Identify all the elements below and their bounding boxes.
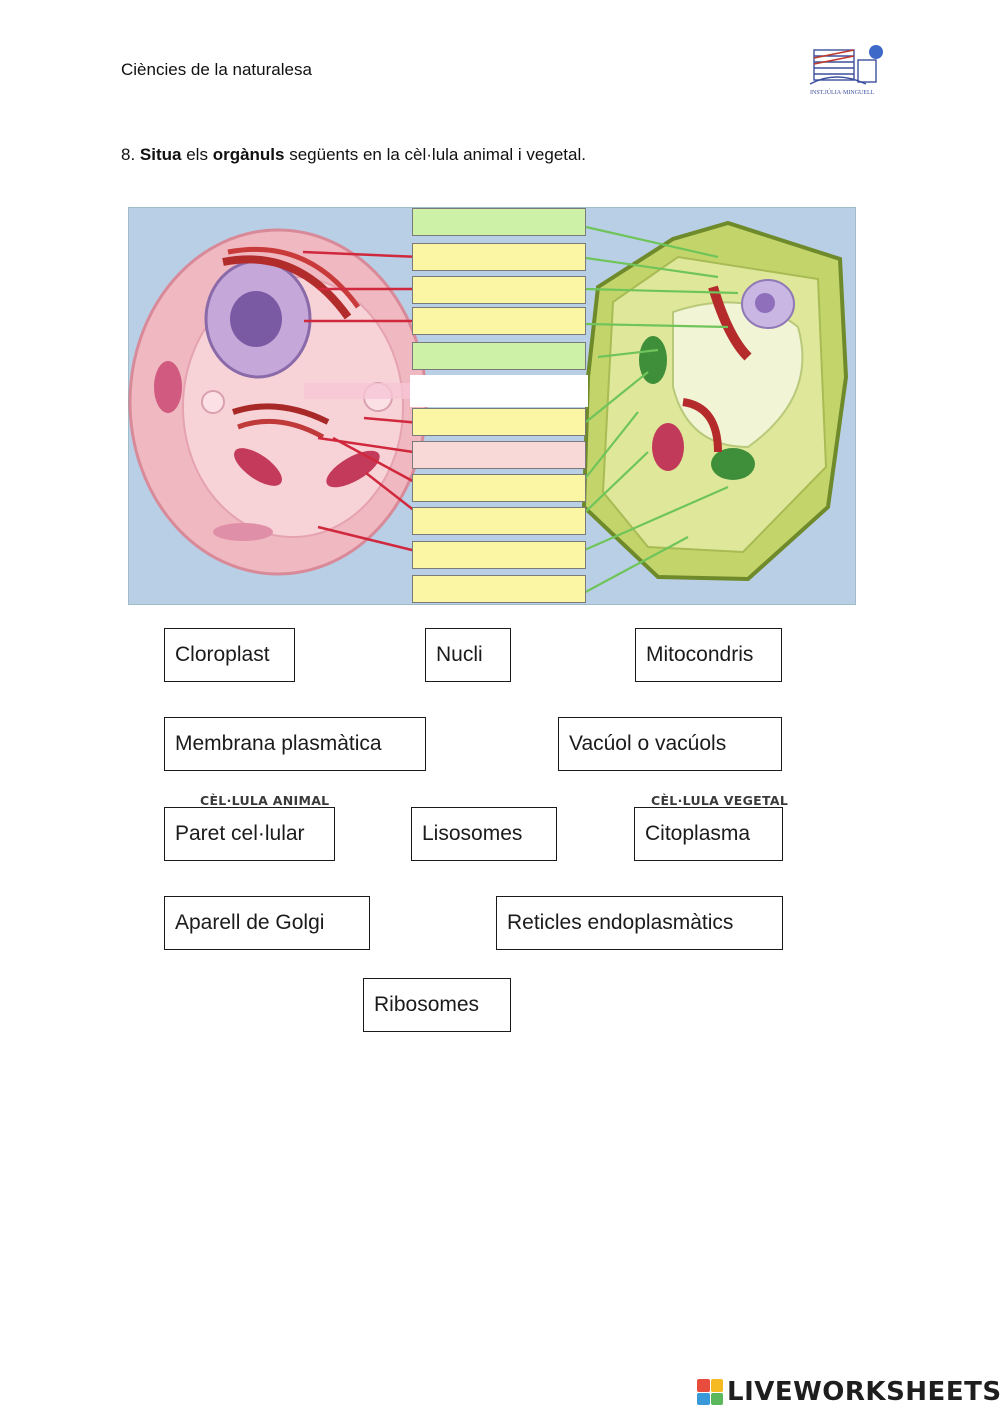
caption-animal-cell: CÈL·LULA ANIMAL: [200, 793, 330, 808]
answer-slot-9[interactable]: [412, 507, 586, 535]
word-card-paret-cellular[interactable]: Paret cel·lular: [164, 807, 335, 861]
word-card-reticles-endoplasmatics[interactable]: Reticles endoplasmàtics: [496, 896, 783, 950]
page-header-title: Ciències de la naturalesa: [121, 60, 312, 79]
word-card-nucli[interactable]: Nucli: [425, 628, 511, 682]
answer-slot-11[interactable]: [412, 575, 586, 603]
answer-slot-7[interactable]: [412, 441, 586, 469]
school-building-icon: INST.JÚLIA·MINGUELL: [809, 45, 883, 96]
question-mid: els: [186, 145, 208, 164]
question-rest: següents en la cèl·lula animal i vegetal…: [289, 145, 586, 164]
word-card-ribosomes[interactable]: Ribosomes: [363, 978, 511, 1032]
word-card-citoplasma[interactable]: Citoplasma: [634, 807, 783, 861]
word-card-mitocondris[interactable]: Mitocondris: [635, 628, 782, 682]
answer-slot-8[interactable]: [412, 474, 586, 502]
cell-diagram: CÈL·LULA ANIMAL CÈL·LULA VEGETAL: [128, 207, 856, 808]
liveworksheets-logo-icon: [697, 1379, 723, 1405]
answer-slot-3[interactable]: [412, 276, 586, 304]
footer-brand: LIVEWORKSHEETS: [697, 1377, 1000, 1407]
word-card-cloroplast[interactable]: Cloroplast: [164, 628, 295, 682]
question-verb: Situa: [139, 145, 182, 164]
answer-slot-4[interactable]: [412, 307, 586, 335]
svg-text:INST.JÚLIA·MINGUELL: INST.JÚLIA·MINGUELL: [810, 88, 875, 96]
word-card-aparell-de-golgi[interactable]: Aparell de Golgi: [164, 896, 370, 950]
word-card-vacuol[interactable]: Vacúol o vacúols: [558, 717, 782, 771]
question-keyword: orgànuls: [212, 145, 285, 164]
caption-plant-cell: CÈL·LULA VEGETAL: [651, 793, 789, 808]
footer-brand-text: LIVEWORKSHEETS: [727, 1377, 1000, 1407]
answer-slot-1[interactable]: [412, 208, 586, 236]
answer-slot-5[interactable]: [412, 342, 586, 370]
answer-slot-6[interactable]: [412, 408, 586, 436]
word-card-membrana-plasmatica[interactable]: Membrana plasmàtica: [164, 717, 426, 771]
question-text: 8. Situa els orgànuls següents en la cèl…: [121, 145, 586, 165]
word-card-lisosomes[interactable]: Lisosomes: [411, 807, 557, 861]
cell-illustration: [128, 207, 856, 605]
answer-slot-10[interactable]: [412, 541, 586, 569]
answer-slot-2[interactable]: [412, 243, 586, 271]
question-number: 8.: [121, 145, 136, 164]
